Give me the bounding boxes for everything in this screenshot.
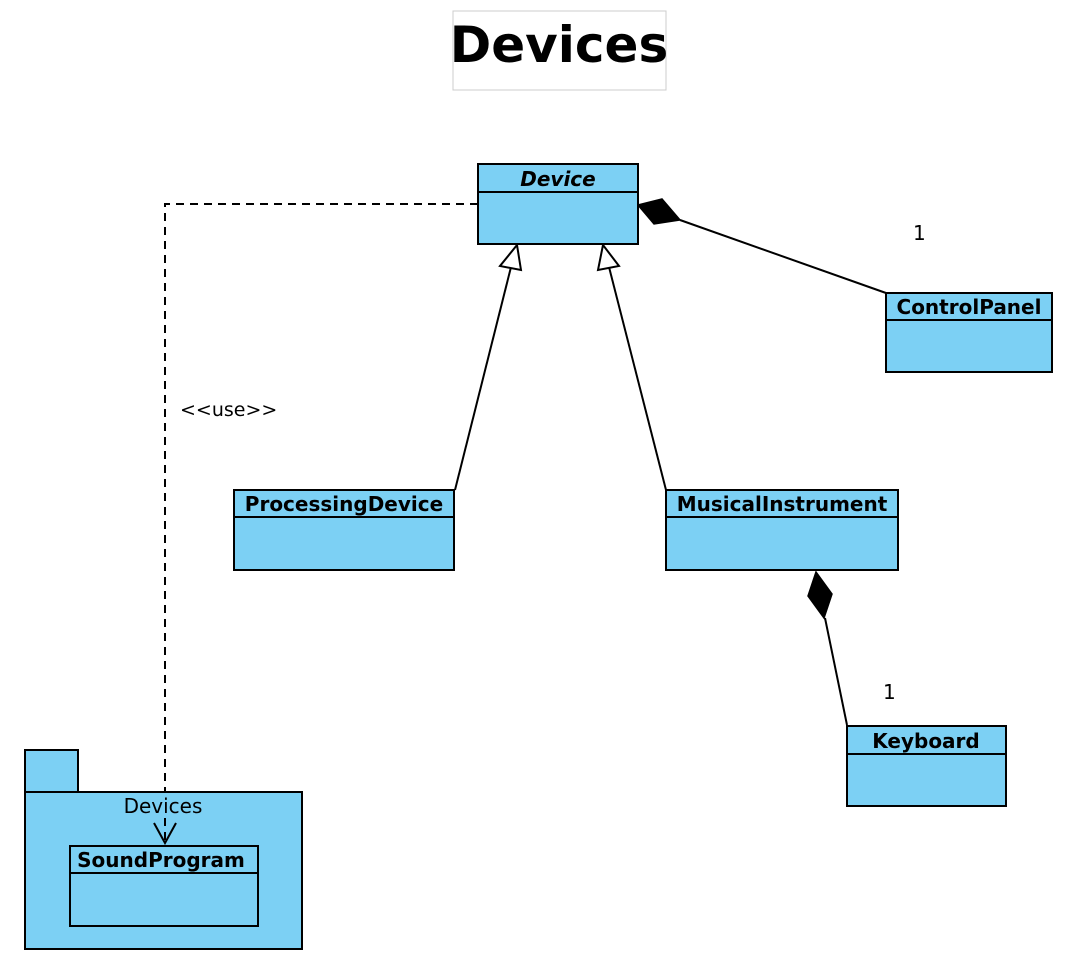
class-name: ControlPanel — [897, 295, 1042, 319]
composition-line — [679, 219, 887, 294]
generalization-line — [608, 266, 667, 491]
generalization-arrowhead — [596, 242, 621, 272]
class-name: SoundProgram — [77, 848, 245, 872]
class-musicalinstrument[interactable]: MusicalInstrument — [665, 489, 899, 571]
class-box — [885, 292, 1053, 373]
generalization-processingdevice-device[interactable] — [454, 242, 523, 491]
control-panel-multiplicity: 1 — [913, 221, 926, 245]
composition-line — [824, 617, 848, 726]
package-name: Devices — [124, 794, 203, 818]
class-box — [665, 489, 899, 571]
class-processingdevice[interactable]: ProcessingDevice — [233, 489, 455, 571]
keyboard-multiplicity: 1 — [883, 680, 896, 704]
title-frame — [452, 10, 667, 91]
class-name: Keyboard — [872, 729, 979, 753]
class-name: Device — [520, 167, 595, 191]
class-box — [233, 489, 455, 571]
generalization-musicalinstrument-device[interactable] — [596, 242, 667, 491]
class-device[interactable]: Device — [477, 163, 639, 245]
class-name: ProcessingDevice — [245, 492, 443, 516]
class-box — [69, 845, 259, 927]
composition-diamond — [807, 570, 833, 620]
class-box — [846, 725, 1007, 807]
class-box — [477, 163, 639, 245]
use-dependency-arrowhead-inner — [153, 822, 177, 846]
composition-diamond — [636, 198, 682, 225]
composition-controlpanel-device[interactable]: 1 — [636, 198, 926, 294]
generalization-arrowhead — [498, 242, 523, 272]
class-keyboard[interactable]: Keyboard — [846, 725, 1007, 807]
class-controlpanel[interactable]: ControlPanel — [885, 292, 1053, 373]
class-soundprogram[interactable]: SoundProgram — [69, 845, 259, 927]
use-stereotype-label: <<use>> — [180, 399, 277, 421]
title-text: Devices — [450, 16, 668, 74]
class-name: MusicalInstrument — [677, 492, 888, 516]
package-tab — [24, 749, 79, 793]
use-dependency-line — [164, 203, 478, 842]
generalization-line — [454, 266, 512, 491]
diagram-title: Devices — [450, 10, 668, 91]
composition-keyboard-musicalinstrument[interactable]: 1 — [807, 570, 896, 726]
package-devices[interactable]: Devices SoundProgram — [24, 749, 303, 950]
